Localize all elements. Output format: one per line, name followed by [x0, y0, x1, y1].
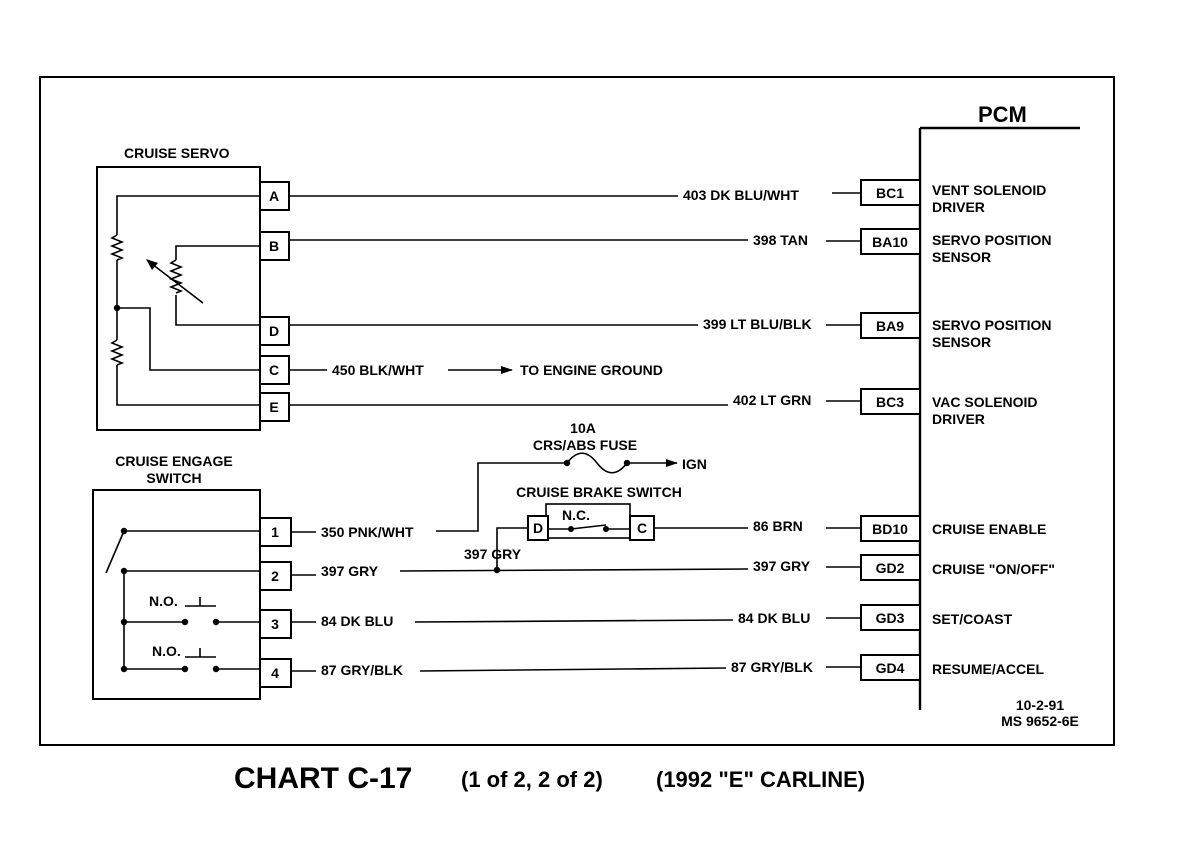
wire-84-left: [414, 619, 734, 623]
doc-ref: MS 9652-6E: [1001, 713, 1079, 729]
wire-402-label: 402 LT GRN: [733, 392, 811, 408]
caption-main: CHART C-17: [234, 762, 412, 795]
engage-pin-4: [259, 658, 292, 688]
pcm-terminal-ba9: [860, 312, 921, 339]
cruise-servo-title: CRUISE SERVO: [124, 145, 230, 161]
servo-potentiometer: [168, 259, 184, 294]
pcm-terminal-bc3: [860, 388, 921, 415]
wire-350-label: 350 PNK/WHT: [321, 524, 414, 540]
servo-pin-e-label: E: [269, 399, 278, 415]
pcm-terminal-bc3-desc1: VAC SOLENOID: [932, 394, 1038, 410]
cruise-engage-switch: CRUISE ENGAGE SWITCH 1 2 3 4 N.O.: [92, 453, 861, 700]
fuse-element: [566, 452, 628, 474]
engage-main-contact: [105, 530, 125, 574]
pcm-terminal-ba9-desc1: SERVO POSITION: [932, 317, 1052, 333]
servo-pin-b: [259, 231, 290, 261]
servo-pin-b-label: B: [269, 238, 279, 254]
servo-pin-d-label: D: [269, 323, 279, 339]
caption-part3: (1992 "E" CARLINE): [656, 767, 865, 792]
brake-pin-d-label: D: [533, 520, 543, 536]
caption-part2: (1 of 2, 2 of 2): [461, 767, 603, 792]
wire-397-right-label: 397 GRY: [753, 558, 811, 574]
cruise-brake-switch: CRUISE BRAKE SWITCH D C N.C. 86 BRN 397 …: [464, 484, 861, 574]
brake-pin-c-label: C: [637, 520, 647, 536]
fuse-rating: 10A: [570, 420, 596, 436]
wire-397-branch: [496, 527, 528, 569]
wire-87-left-label: 87 GRY/BLK: [321, 662, 403, 678]
brake-switch-title: CRUISE BRAKE SWITCH: [516, 484, 682, 500]
crs-abs-fuse: 10A CRS/ABS FUSE IGN: [533, 420, 707, 474]
pcm-terminal-gd4: [860, 654, 921, 681]
pcm-terminal-bc1-desc2: DRIVER: [932, 199, 985, 215]
wire-87-right-label: 87 GRY/BLK: [731, 659, 813, 675]
pcm-terminal-bd10-desc1: CRUISE ENABLE: [932, 521, 1046, 537]
pcm-terminal-gd4-desc1: RESUME/ACCEL: [932, 661, 1044, 677]
wire-450-label: 450 BLK/WHT: [332, 362, 424, 378]
wire-84-left-label: 84 DK BLU: [321, 613, 393, 629]
pcm-terminal-gd2-desc1: CRUISE "ON/OFF": [932, 561, 1055, 577]
cruise-servo-body: [96, 166, 261, 431]
engage-switch-internal: N.O. N.O.: [105, 527, 260, 673]
pcm-terminal-ba10: [860, 228, 921, 255]
brake-pin-c: [629, 515, 655, 541]
wire-397-left: [399, 568, 749, 572]
engage-pin-3: [259, 609, 292, 639]
pcm-terminal-bc1-label: BC1: [876, 185, 904, 201]
engage-switch-title-2: SWITCH: [146, 470, 201, 486]
pcm-terminal-gd4-label: GD4: [876, 660, 905, 676]
servo-pin-d: [259, 316, 290, 346]
nc-contact-blade: [570, 524, 607, 530]
pcm-terminal-bc1-desc1: VENT SOLENOID: [932, 182, 1046, 198]
wire-87-left: [419, 667, 727, 672]
engage-switch-title-1: CRUISE ENGAGE: [115, 453, 232, 469]
servo-pin-a-label: A: [269, 188, 279, 204]
pcm-terminal-bc3-desc2: DRIVER: [932, 411, 985, 427]
cruise-servo: CRUISE SERVO A B D C E 403 DK: [96, 145, 861, 431]
fuse-name: CRS/ABS FUSE: [533, 437, 637, 453]
pcm-terminal-gd2-label: GD2: [876, 560, 905, 576]
diagram-frame: [39, 76, 1115, 746]
engage-pin-2: [259, 561, 292, 591]
wire-403-label: 403 DK BLU/WHT: [683, 187, 799, 203]
engage-pin-2-label: 2: [271, 568, 279, 584]
pcm-terminal-ba9-label: BA9: [876, 318, 904, 334]
servo-internal-circuit: [109, 195, 260, 406]
wire-397-branch-label: 397 GRY: [464, 546, 522, 562]
wire-397-left-label: 397 GRY: [321, 563, 379, 579]
fuse-feed: IGN: [682, 456, 707, 472]
wire-398-label: 398 TAN: [753, 232, 808, 248]
engage-pin-1-label: 1: [271, 524, 279, 540]
engage-pin-3-label: 3: [271, 616, 279, 632]
pcm-terminal-ba9-desc2: SENSOR: [932, 334, 991, 350]
pcm-title: PCM: [978, 102, 1027, 127]
pcm-terminal-bc1: [860, 179, 921, 206]
servo-resistor-upper: [109, 234, 125, 261]
pcm-terminal-gd2: [860, 554, 921, 581]
pcm-terminal-ba10-label: BA10: [872, 234, 908, 250]
pcm-terminal-gd3-desc1: SET/COAST: [932, 611, 1013, 627]
no-label-set: N.O.: [149, 593, 178, 609]
doc-date: 10-2-91: [1016, 697, 1064, 713]
pcm-terminal-bd10-label: BD10: [872, 521, 908, 537]
servo-pin-e: [259, 392, 290, 422]
pcm-terminal-bd10: [860, 515, 921, 542]
engage-switch-body: [92, 489, 261, 700]
pcm-terminal-ba10-desc2: SENSOR: [932, 249, 991, 265]
brake-nc-label: N.C.: [562, 507, 590, 523]
pcm-module: PCM BC1 VENT SOLENOID DRIVER BA10 SERVO …: [860, 102, 1080, 710]
servo-pin-c-label: C: [269, 362, 279, 378]
pcm-terminal-gd3-label: GD3: [876, 610, 905, 626]
ground-label: TO ENGINE GROUND: [520, 362, 663, 378]
wire-84-right-label: 84 DK BLU: [738, 610, 810, 626]
no-label-resume: N.O.: [152, 643, 181, 659]
servo-resistor-lower: [109, 339, 125, 366]
wire-86-label: 86 BRN: [753, 518, 803, 534]
engage-pin-4-label: 4: [271, 665, 279, 681]
pcm-terminal-bc3-label: BC3: [876, 394, 904, 410]
pcm-terminal-ba10-desc1: SERVO POSITION: [932, 232, 1052, 248]
wire-399-label: 399 LT BLU/BLK: [703, 316, 812, 332]
wire-350: [436, 462, 567, 532]
